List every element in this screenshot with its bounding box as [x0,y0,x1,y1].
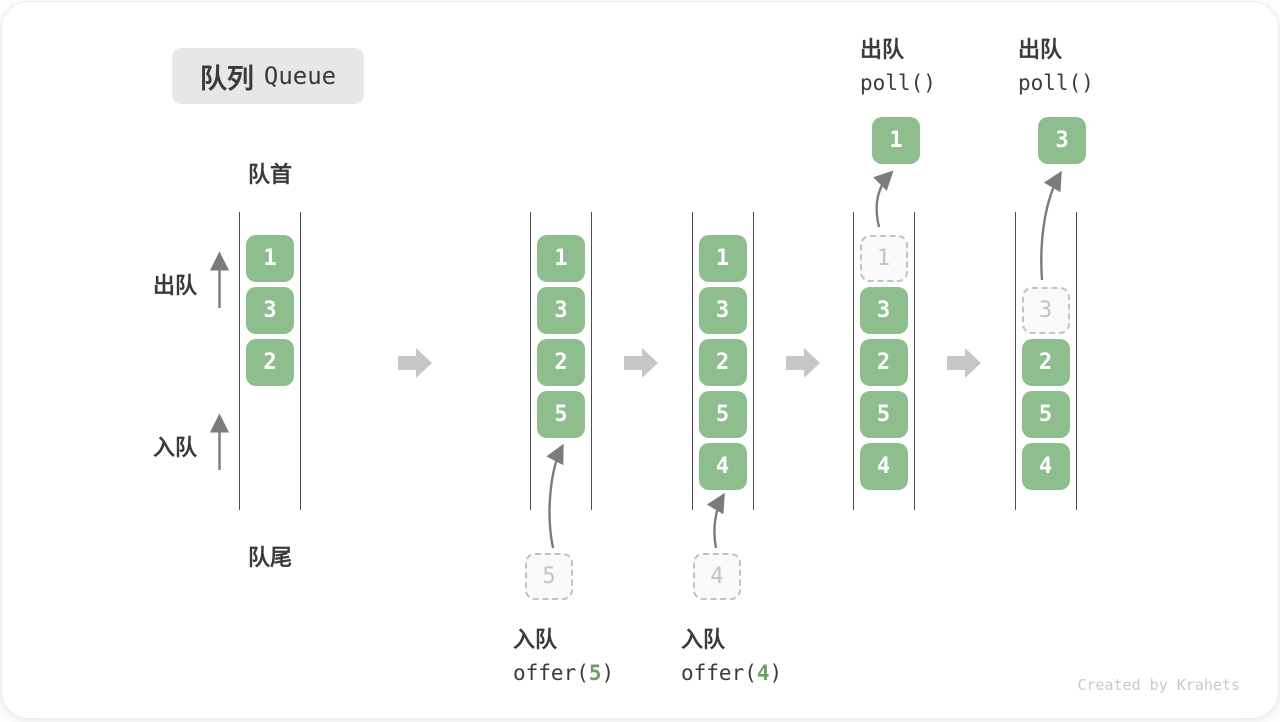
queue-column-1 [239,212,301,510]
outgoing-value-box: 3 [1038,117,1086,164]
queue-cell: 4 [698,443,747,490]
watermark: Created by Krahets [1077,676,1240,694]
dequeue-op-1-label: 出队 [860,37,905,62]
enqueue-op-2-code: offer(4) [681,661,783,685]
enqueue-side-label: 入队 [153,435,198,460]
state-transition-arrow-4 [947,348,981,378]
queue-cell-ghost: 3 [1021,287,1070,334]
queue-front-label: 队首 [247,162,292,187]
outgoing-value-box: 1 [872,117,920,164]
enqueue-op-1-arg: 5 [588,661,602,685]
enqueue-op-2-label: 入队 [681,627,726,652]
queue-column-2 [530,212,592,510]
queue-cell-ghost: 1 [859,235,908,282]
title-zh: 队列 [199,63,254,94]
queue-rear-label: 队尾 [247,545,292,570]
dequeue-op-1-code: poll() [860,71,936,95]
queue-cell: 3 [698,287,747,334]
queue-column-5 [1014,212,1077,510]
queue-cell: 5 [1021,391,1070,438]
incoming-value-box: 4 [693,553,741,600]
queue-cell: 5 [537,391,585,438]
dequeue-op-2: 出队 poll() [1018,32,1094,95]
queue-cell: 5 [698,391,747,438]
queue-column-3 [691,212,754,510]
dequeue-side-label: 出队 [153,273,198,298]
state-transition-arrow-2 [624,348,658,378]
queue-cell: 2 [859,339,908,386]
queue-column-4 [852,212,915,510]
queue-cell: 3 [859,287,908,334]
title-badge: 队列 Queue [172,48,364,104]
dequeue-op-1: 出队 poll() [860,32,936,95]
queue-cell: 3 [537,287,585,334]
title-en: Queue [263,62,337,90]
queue-cell: 1 [537,235,585,282]
queue-cell: 3 [246,287,294,334]
enqueue-op-1-label: 入队 [513,627,558,652]
queue-cell: 2 [537,339,585,386]
enqueue-op-1-code: offer(5) [513,661,615,685]
queue-cell: 2 [1021,339,1070,386]
queue-cell: 1 [246,235,294,282]
queue-cell: 2 [246,339,294,386]
state-transition-arrow-1 [398,348,432,378]
queue-cell: 2 [698,339,747,386]
incoming-value-box: 5 [525,553,573,600]
enqueue-op-1: 入队 offer(5) [513,622,614,685]
dequeue-op-2-label: 出队 [1018,37,1063,62]
queue-cell: 4 [859,443,908,490]
queue-cell: 1 [698,235,747,282]
state-transition-arrow-3 [786,348,820,378]
enqueue-op-2-arg: 4 [756,661,770,685]
dequeue-op-2-code: poll() [1018,71,1094,95]
enqueue-op-2: 入队 offer(4) [681,622,782,685]
queue-cell: 5 [859,391,908,438]
queue-cell: 4 [1021,443,1070,490]
